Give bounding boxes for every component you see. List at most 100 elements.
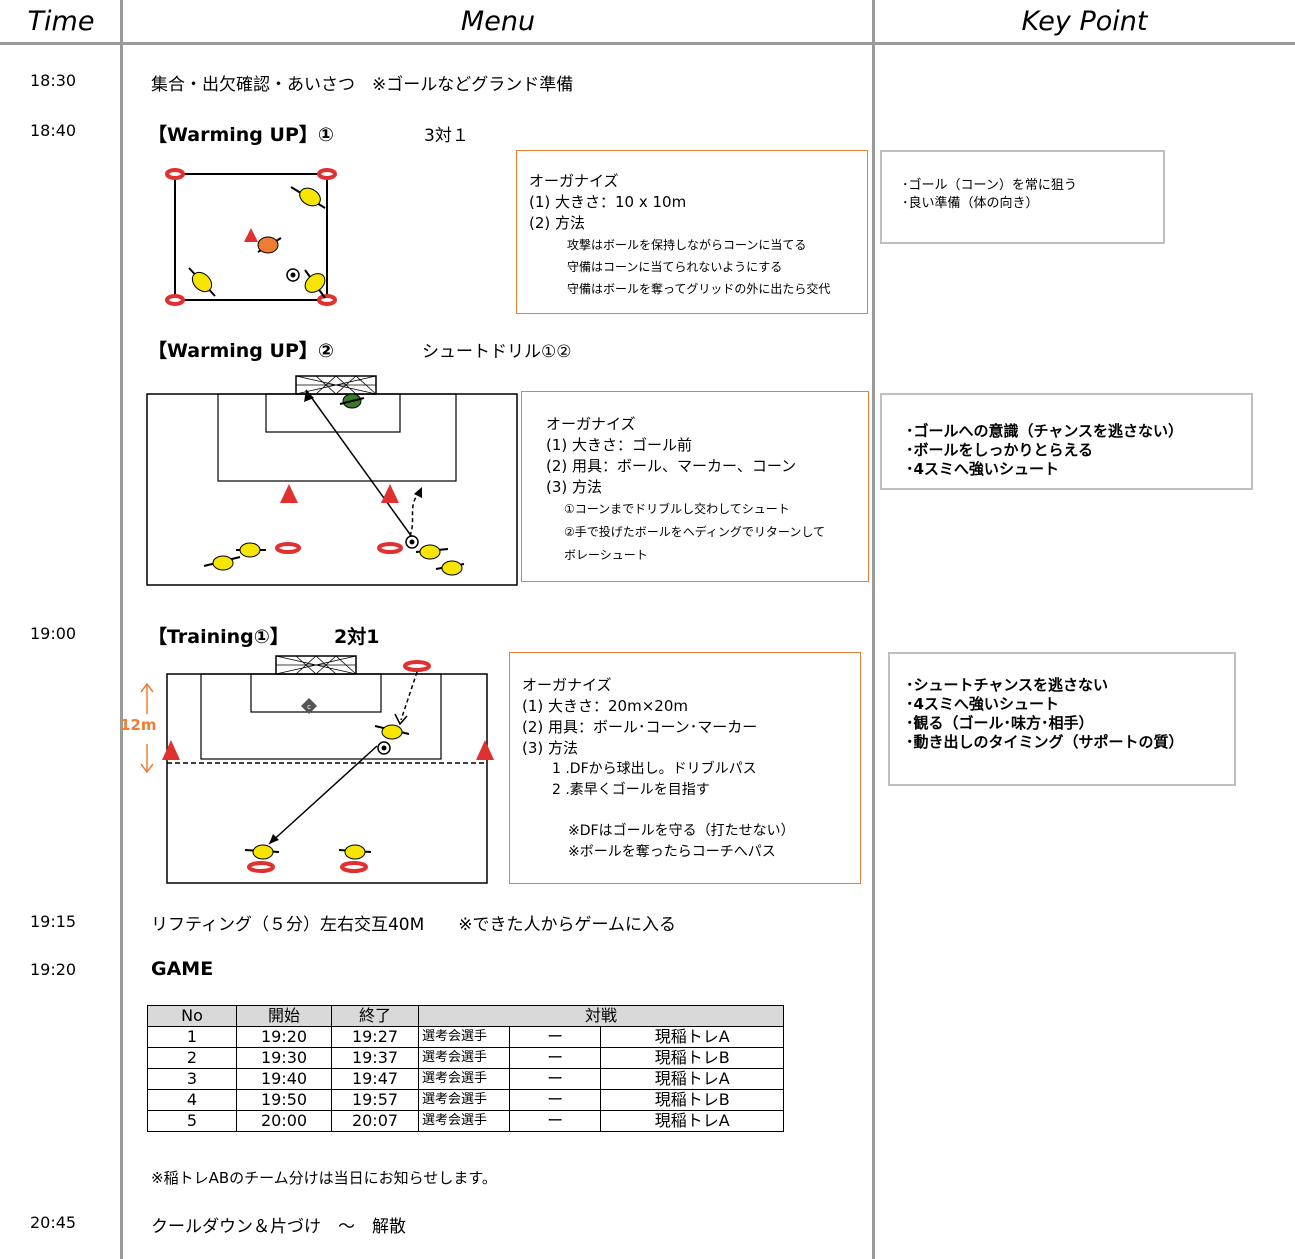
note-line: ※ボールを奪ったらコーチへパス (568, 844, 776, 860)
method-line: ①コーンまでドリブルし交わしてシュート (564, 502, 790, 516)
warmup1-organize-box: オーガナイズ (1) 大きさ：10 x 10m (2) 方法 攻撃はボールを保持… (516, 150, 868, 314)
warmup1-title: 【Warming UP】① (148, 124, 334, 146)
method-line: 守備はコーンに当てられないようにする (567, 260, 783, 274)
cell: 19:50 (236, 1089, 332, 1111)
key-point: ･4スミへ強いシュート (906, 460, 1059, 478)
table-header-row: No 開始 終了 対戦 (147, 1005, 784, 1027)
organize-title: オーガナイズ (546, 415, 636, 433)
game-note: ※稲トレABのチーム分けは当日にお知らせします。 (151, 1169, 497, 1187)
method-line: 攻撃はボールを保持しながらコーンに当てる (567, 238, 807, 252)
organize-title: オーガナイズ (529, 172, 619, 190)
time-1900: 19:00 (30, 624, 77, 643)
header-menu: Menu (122, 0, 874, 45)
training1-subtitle: 2対1 (334, 626, 380, 648)
cell: 1 (147, 1026, 237, 1048)
cell: ー (508, 1110, 602, 1132)
col-match: 対戦 (418, 1005, 784, 1027)
cell: 現稲トレA (600, 1068, 784, 1090)
warmup1-key-points: ･ゴール（コーン）を常に狙う ･良い準備（体の向き） (880, 150, 1165, 244)
game-title: GAME (151, 958, 214, 980)
time-1915: 19:15 (30, 912, 77, 931)
warmup2-key-points: ･ゴールへの意識（チャンスを逃さない） ･ボールをしっかりとらえる ･4スミへ強… (880, 393, 1253, 490)
cell: 19:30 (236, 1047, 332, 1069)
cell: ー (508, 1089, 602, 1111)
gathering-text: 集合・出欠確認・あいさつ ※ゴールなどグランド準備 (151, 75, 574, 95)
column-divider (872, 0, 875, 1259)
cone-label: c (307, 703, 311, 711)
cell: ー (508, 1026, 602, 1048)
method-line: 守備はボールを奪ってグリッドの外に出たら交代 (567, 282, 831, 296)
time-1830: 18:30 (30, 71, 77, 90)
key-point: ･シュートチャンスを逃さない (906, 676, 1109, 694)
organize-title: オーガナイズ (522, 676, 612, 694)
training1-organize-box: オーガナイズ (1) 大きさ：20m×20m (2) 用具：ボール･コーン･マー… (509, 652, 861, 884)
cell: 19:20 (236, 1026, 332, 1048)
organize-method: (3) 方法 (546, 478, 603, 496)
cell: 19:47 (331, 1068, 419, 1090)
time-2045: 20:45 (30, 1213, 77, 1232)
cell: 選考会選手 (418, 1089, 510, 1111)
cell: 選考会選手 (418, 1026, 510, 1048)
key-point: ･ゴール（コーン）を常に狙う (902, 178, 1077, 193)
time-1920: 19:20 (30, 960, 77, 979)
cell: 19:57 (331, 1089, 419, 1111)
lifting-text: リフティング（５分）左右交互40M ※できた人からゲームに入る (151, 915, 677, 935)
dimension-label: 12m (120, 716, 157, 734)
warmup2-diagram (146, 375, 518, 586)
cell: 3 (147, 1068, 237, 1090)
cell: 19:40 (236, 1068, 332, 1090)
method-line: ボレーシュート (564, 548, 648, 562)
cell: 現稲トレA (600, 1110, 784, 1132)
column-divider (120, 0, 123, 1259)
training1-key-points: ･シュートチャンスを逃さない ･4スミへ強いシュート ･観る（ゴール･味方･相手… (888, 652, 1236, 786)
method-line: ②手で投げたボールをヘディングでリターンして (564, 525, 825, 539)
warmup1-diagram (165, 168, 337, 306)
key-point: ･観る（ゴール･味方･相手） (906, 714, 1094, 732)
cell: 選考会選手 (418, 1047, 510, 1069)
cell: 現稲トレB (600, 1047, 784, 1069)
warmup2-subtitle: シュートドリル①② (422, 342, 572, 362)
cell: 2 (147, 1047, 237, 1069)
method-line: 1 .DFから球出し。ドリブルパス (552, 761, 757, 777)
warmup2-title: 【Warming UP】② (148, 340, 334, 362)
header-time: Time (0, 0, 122, 45)
cell: 20:07 (331, 1110, 419, 1132)
cell: 19:27 (331, 1026, 419, 1048)
cooldown-text: クールダウン＆片づけ ～ 解散 (151, 1217, 406, 1237)
cell: 20:00 (236, 1110, 332, 1132)
training1-title: 【Training①】 (148, 626, 289, 648)
organize-equipment: (2) 用具：ボール･コーン･マーカー (522, 718, 758, 736)
cell: 19:37 (331, 1047, 419, 1069)
cell: 現稲トレA (600, 1026, 784, 1048)
col-no: No (147, 1005, 237, 1027)
col-end: 終了 (331, 1005, 419, 1027)
cell: 選考会選手 (418, 1068, 510, 1090)
key-point: ･4スミへ強いシュート (906, 695, 1059, 713)
method-line: 2 .素早くゴールを目指す (552, 782, 710, 798)
cell: 現稲トレB (600, 1089, 784, 1111)
cell: ー (508, 1047, 602, 1069)
note-line: ※DFはゴールを守る（打たせない） (568, 823, 795, 839)
key-point: ･ゴールへの意識（チャンスを逃さない） (906, 422, 1184, 440)
col-start: 開始 (236, 1005, 332, 1027)
organize-method: (2) 方法 (529, 214, 586, 232)
organize-size: (1) 大きさ：ゴール前 (546, 436, 693, 454)
time-1840: 18:40 (30, 121, 77, 140)
warmup1-subtitle: 3対１ (424, 126, 469, 146)
key-point: ･動き出しのタイミング（サポートの質） (906, 733, 1184, 751)
key-point: ･良い準備（体の向き） (902, 196, 1039, 211)
organize-size: (1) 大きさ：10 x 10m (529, 193, 687, 211)
key-point: ･ボールをしっかりとらえる (906, 441, 1094, 459)
training1-diagram: c (140, 655, 494, 884)
cell: 4 (147, 1089, 237, 1111)
organize-method: (3) 方法 (522, 739, 579, 757)
organize-size: (1) 大きさ：20m×20m (522, 697, 688, 715)
warmup2-organize-box: オーガナイズ (1) 大きさ：ゴール前 (2) 用具：ボール、マーカー、コーン … (521, 391, 869, 582)
organize-equipment: (2) 用具：ボール、マーカー、コーン (546, 457, 797, 475)
cell: 選考会選手 (418, 1110, 510, 1132)
